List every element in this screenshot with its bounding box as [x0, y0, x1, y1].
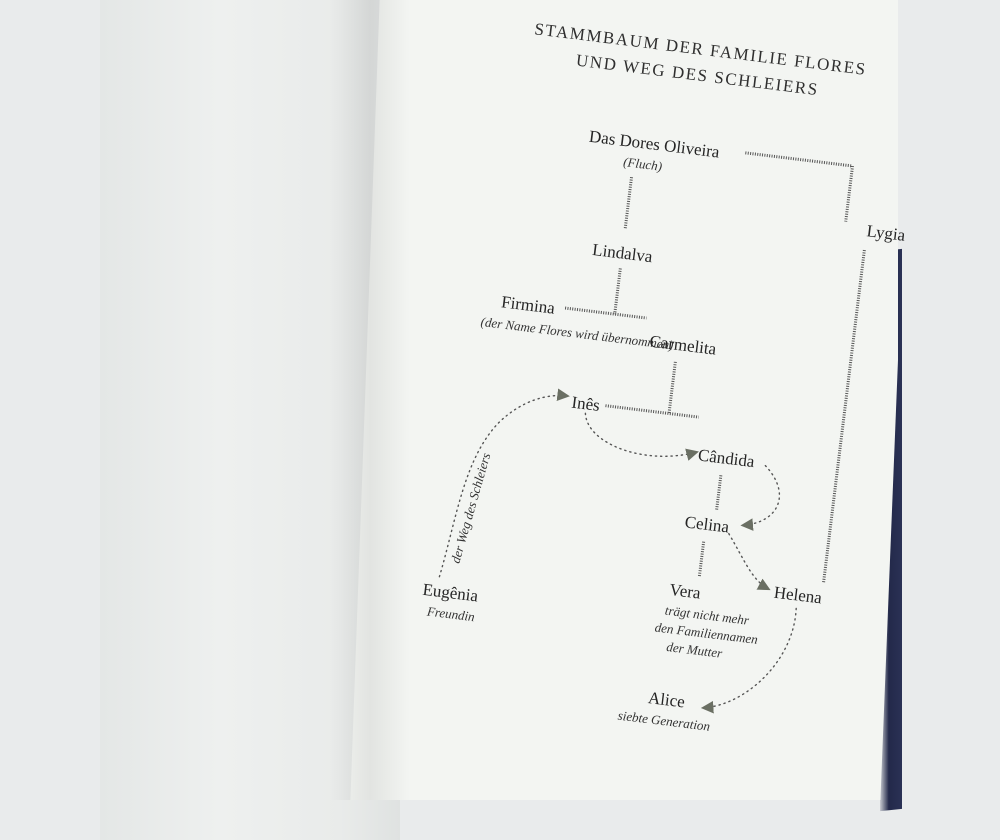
- line-firmina-carmelita: [564, 306, 647, 320]
- line-carmelita-union: [667, 361, 677, 414]
- arrow-candida-celina: [740, 464, 781, 531]
- line-celina-vera: [697, 541, 706, 577]
- right-page: [350, 0, 898, 800]
- gutter-shadow: [330, 0, 410, 800]
- note-fluch: (Fluch): [622, 154, 663, 174]
- person-ines: Inês: [571, 393, 601, 415]
- line-lindalva-union: [613, 268, 622, 315]
- note-vera-3: der Mutter: [666, 639, 724, 661]
- arrow-ines-candida: [584, 412, 699, 461]
- line-lygia-helena: [821, 249, 866, 584]
- person-alice: Alice: [647, 688, 686, 711]
- book-photo: STAMMBAUM DER FAMILIE FLORES UND WEG DES…: [100, 0, 907, 840]
- note-freundin: Freundin: [425, 603, 475, 624]
- arrow-eugenia-ines: [438, 388, 570, 578]
- line-dores-lindalva: [623, 176, 634, 229]
- family-tree-page: STAMMBAUM DER FAMILIE FLORES UND WEG DES…: [330, 0, 907, 800]
- line-candida-celina: [715, 475, 723, 511]
- line-dores-lygia: [745, 151, 855, 222]
- person-vera: Vera: [668, 580, 702, 603]
- person-lygia: Lygia: [866, 221, 907, 245]
- arrow-celina-helena: [728, 532, 771, 591]
